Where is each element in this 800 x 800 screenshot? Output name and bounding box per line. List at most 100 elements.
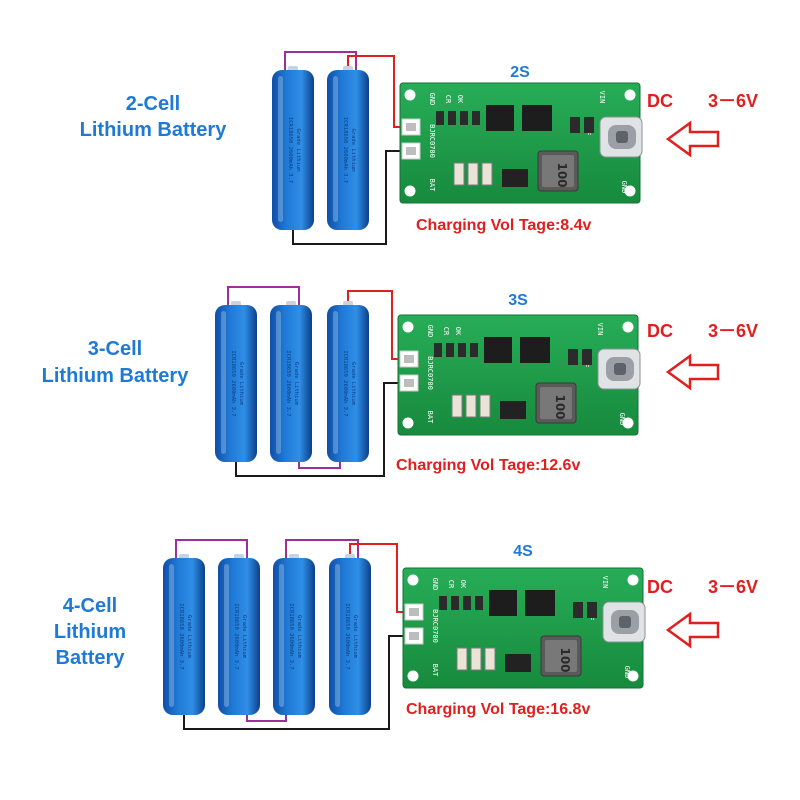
voltage-range: 3－6V (708, 91, 758, 111)
smd-component (460, 111, 468, 125)
pcb-label-cr: CR (447, 580, 455, 589)
ic-chip (520, 337, 550, 363)
series-link-wire (246, 715, 287, 722)
capacitor (467, 162, 479, 186)
capacitor (451, 394, 463, 418)
cell-highlight (333, 311, 338, 454)
series-link-wire (298, 462, 341, 469)
usb-c-tongue (619, 616, 631, 628)
mounting-hole (404, 185, 416, 197)
cell-print-line2: ICR18650 2600mAh 3.7 (342, 117, 348, 183)
smd-component (573, 602, 583, 618)
ic-chip (525, 590, 555, 616)
mounting-hole (624, 89, 636, 101)
cell-print-line2: ICR18650 2600mAh 3.7 (285, 350, 291, 416)
pcb-label-chip: BJRC0700 (428, 124, 436, 158)
smd-component (463, 596, 471, 610)
cell-print-line1: Grade Lithium (350, 362, 356, 406)
capacitor (456, 647, 468, 671)
cell-print-line1: Grade Lithium (352, 615, 358, 659)
ic-chip (484, 337, 512, 363)
inductor-label: 100 (555, 162, 569, 187)
cell-body (329, 558, 371, 715)
capacitor (484, 647, 496, 671)
cell-print-line1: Grade Lithium (238, 362, 244, 406)
cell-print-line1: Grade Lithium (350, 128, 356, 172)
smd-component (472, 111, 480, 125)
pad-hole (404, 379, 414, 387)
cell-print-line1: Grade Lithium (296, 615, 302, 659)
positive-wire (347, 290, 404, 360)
cell-print-line1: Grade Lithium (241, 615, 247, 659)
capacitor (465, 394, 477, 418)
smd-component (439, 596, 447, 610)
smd-component (475, 596, 483, 610)
negative-wire (235, 382, 404, 477)
arrow-outline (665, 353, 720, 391)
cell-highlight (221, 311, 226, 454)
cell-print-line1: Grade Lithium (186, 615, 192, 659)
cell-highlight (169, 564, 174, 707)
mounting-hole (407, 670, 419, 682)
pcb-label-ok: OK (454, 327, 462, 336)
capacitor (470, 647, 482, 671)
pcb-label-gnd: GND (620, 181, 628, 194)
cell-print-line2: ICR18650 2600mAh 3.7 (233, 603, 239, 669)
pad-hole (404, 355, 414, 363)
inductor-top (540, 387, 572, 419)
diode (502, 169, 528, 187)
cell-highlight (224, 564, 229, 707)
cell-print-line2: ICR18650 2600mAh 3.7 (287, 117, 293, 183)
charging-voltage-label: Charging Vol Tage:8.4v (416, 217, 592, 234)
mounting-hole (624, 185, 636, 197)
mounting-hole (402, 417, 414, 429)
pcb-label-chip: BJRC0700 (426, 356, 434, 390)
charging-voltage-label: Charging Vol Tage:16.8v (406, 701, 590, 718)
cell-highlight (276, 311, 281, 454)
diode (505, 654, 531, 672)
smd-component (446, 343, 454, 357)
pad-hole (409, 632, 419, 640)
cell-print-line1: Grade Lithium (293, 362, 299, 406)
charging-voltage-label: Charging Vol Tage:12.6v (396, 457, 580, 474)
pcb-label-vin: VIN (601, 576, 609, 589)
pcb-label-bat: BAT (431, 664, 439, 677)
pcb-label-gnd: GND (426, 325, 434, 338)
voltage-range: 3－6V (708, 321, 758, 341)
voltage-range: 3－6V (708, 577, 758, 597)
pcb-label-vin: VIN (596, 323, 604, 336)
positive-wire (347, 55, 406, 128)
smd-component (434, 343, 442, 357)
module-title: 3S (508, 292, 528, 309)
cell-body (327, 70, 369, 230)
mounting-hole (402, 321, 414, 333)
cell-body (270, 305, 312, 462)
arrow-outline (665, 120, 720, 158)
cell-body (272, 70, 314, 230)
smd-component (570, 117, 580, 133)
battery-label-line: 2-Cell (126, 93, 180, 115)
mounting-hole (627, 574, 639, 586)
pcb-label-gnd: GND (623, 666, 631, 679)
cell-body (327, 305, 369, 462)
arrow-outline (665, 611, 720, 649)
ic-chip (522, 105, 552, 131)
cell-print-line2: ICR18650 2600mAh 3.7 (288, 603, 294, 669)
mounting-hole (407, 574, 419, 586)
battery-label-line: 3-Cell (88, 338, 142, 360)
smd-component (582, 349, 592, 365)
smd-component (584, 117, 594, 133)
charger-pcb: GNDCROKBJRC0700BATVINEZFGND100 (399, 82, 643, 204)
arrow-right-icon (665, 611, 720, 649)
cell-print-line2: ICR18650 2600mAh 3.7 (178, 603, 184, 669)
battery-label-line: Battery (56, 647, 126, 669)
series-link-wire (175, 539, 248, 558)
smd-component (458, 343, 466, 357)
cell-print-line2: ICR18650 2600mAh 3.7 (342, 350, 348, 416)
arrow-right-icon (665, 353, 720, 391)
